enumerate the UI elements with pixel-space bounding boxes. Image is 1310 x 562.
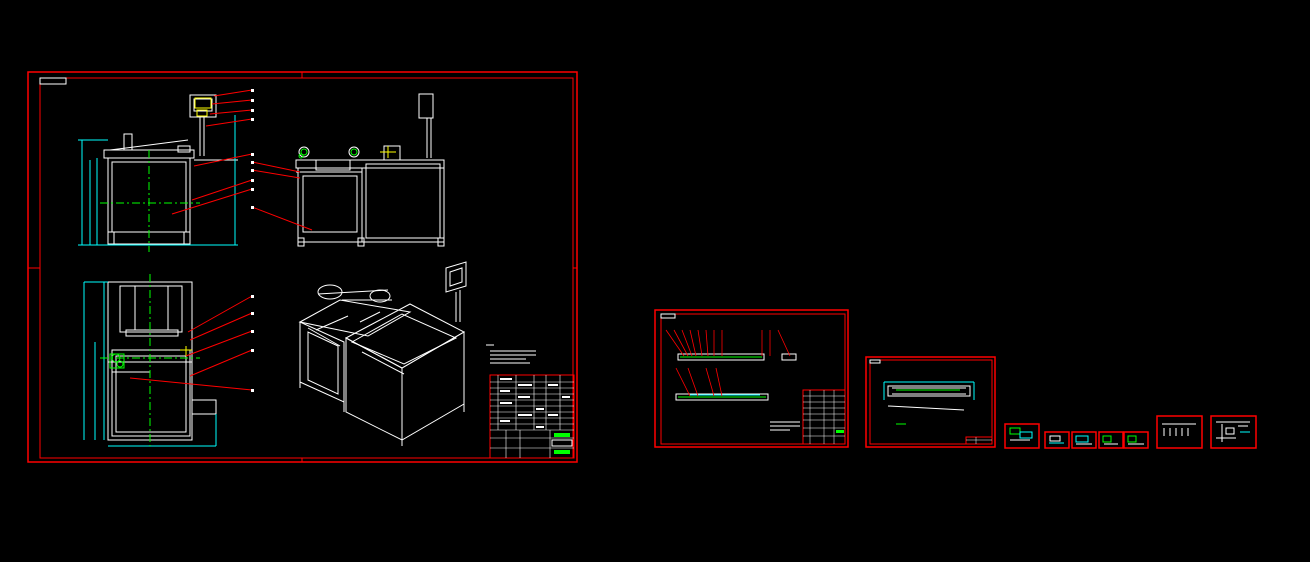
front-view-highlights <box>194 97 212 117</box>
front-view-dimensions <box>78 115 238 246</box>
side-view <box>295 93 445 247</box>
main-assembly-sheet[interactable] <box>27 71 578 463</box>
small-sheet-5[interactable] <box>1123 431 1149 449</box>
top-view-yellow <box>180 346 192 356</box>
side-view-highlights <box>298 148 358 159</box>
small-sheet-3[interactable] <box>1071 431 1097 449</box>
top-view-centerlines <box>100 274 200 446</box>
title-block <box>489 374 575 459</box>
technical-notes <box>486 344 536 364</box>
frame-center-marks <box>28 72 577 462</box>
top-view-highlights <box>109 353 125 369</box>
small-sheet-1[interactable] <box>1004 423 1040 449</box>
small-sheet-4[interactable] <box>1098 431 1124 449</box>
front-view-centerlines <box>100 150 200 252</box>
leader-lines <box>129 89 313 391</box>
sheet-tag-box <box>39 77 67 85</box>
small-sheet-2[interactable] <box>1044 431 1070 449</box>
part-detail-sheet[interactable] <box>865 356 996 448</box>
small-sheet-6[interactable] <box>1156 415 1203 449</box>
parts-list-sheet[interactable] <box>654 309 849 448</box>
top-view-dimensions <box>83 281 217 447</box>
balloon-markers <box>251 89 254 392</box>
side-view-dim <box>380 146 396 158</box>
small-sheet-7[interactable] <box>1210 415 1257 449</box>
isometric-view <box>298 261 467 446</box>
